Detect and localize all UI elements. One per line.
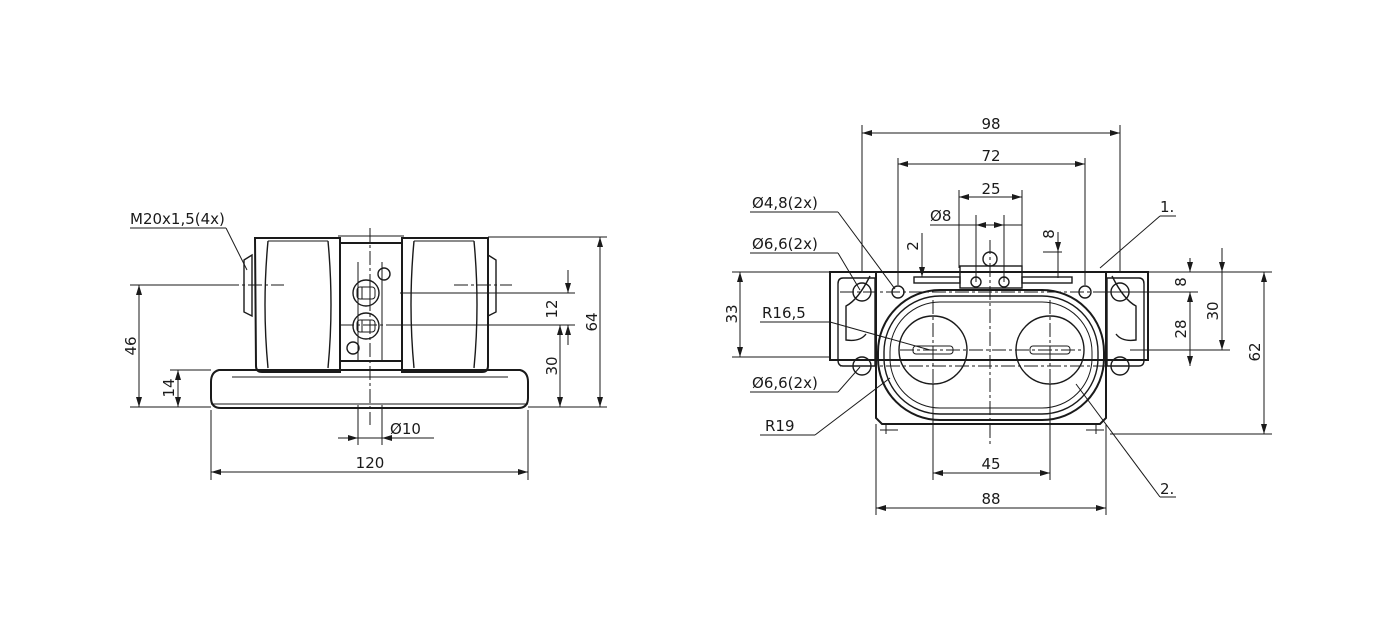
hole-6-6-bottom-value: 6,6(2x) <box>764 374 818 392</box>
callout-2: 2. <box>1160 480 1174 498</box>
dim-hole-6-6-bottom: Ø6,6(2x) <box>752 374 818 392</box>
top-view-dimensions <box>732 125 1272 515</box>
top-view <box>829 240 1149 446</box>
dim-33: 33 <box>723 304 741 323</box>
hole-6-6-top-value: 6,6(2x) <box>764 235 818 253</box>
dim-r19: R19 <box>765 417 795 435</box>
dim-25: 25 <box>981 180 1000 198</box>
dim-45: 45 <box>981 455 1000 473</box>
dim-30-front: 30 <box>543 356 561 375</box>
dim-98: 98 <box>981 115 1000 133</box>
hole-8-value: 8 <box>942 207 952 225</box>
dim-right-30: 30 <box>1204 301 1222 320</box>
dim-88: 88 <box>981 490 1000 508</box>
front-view <box>210 228 529 425</box>
hole-4-8-value: 4,8(2x) <box>764 194 818 212</box>
front-view-labels: M20x1,5(4x) 64 12 30 46 14 Ø10 120 <box>122 210 601 472</box>
diameter-symbol: Ø <box>752 374 764 392</box>
dim-right-8: 8 <box>1172 277 1190 287</box>
dim-right-28: 28 <box>1172 319 1190 338</box>
dim-hole-4-8: Ø4,8(2x) <box>752 194 818 212</box>
dim-offset-8: 8 <box>1040 229 1058 239</box>
bore-value: 10 <box>402 420 421 438</box>
dim-46: 46 <box>122 336 140 355</box>
dim-72: 72 <box>981 147 1000 165</box>
dim-offset-2: 2 <box>904 241 922 251</box>
dim-bore: Ø10 <box>390 420 421 438</box>
diameter-symbol: Ø <box>930 207 942 225</box>
thread-label: M20x1,5(4x) <box>130 210 225 228</box>
dim-hole-6-6-top: Ø6,6(2x) <box>752 235 818 253</box>
diameter-symbol: Ø <box>752 235 764 253</box>
dim-12: 12 <box>543 299 561 318</box>
dim-hole-8: Ø8 <box>930 207 951 225</box>
top-view-labels: 98 72 25 Ø8 Ø4,8(2x) Ø6,6(2x) 2 8 33 R16… <box>723 115 1264 508</box>
dim-14: 14 <box>160 378 178 397</box>
dim-64: 64 <box>583 312 601 331</box>
front-view-dimensions <box>130 227 607 480</box>
dim-r16-5: R16,5 <box>762 304 806 322</box>
dim-120: 120 <box>356 454 385 472</box>
diameter-symbol: Ø <box>752 194 764 212</box>
dim-right-62: 62 <box>1246 342 1264 361</box>
diameter-symbol: Ø <box>390 420 402 438</box>
callout-1: 1. <box>1160 198 1174 216</box>
